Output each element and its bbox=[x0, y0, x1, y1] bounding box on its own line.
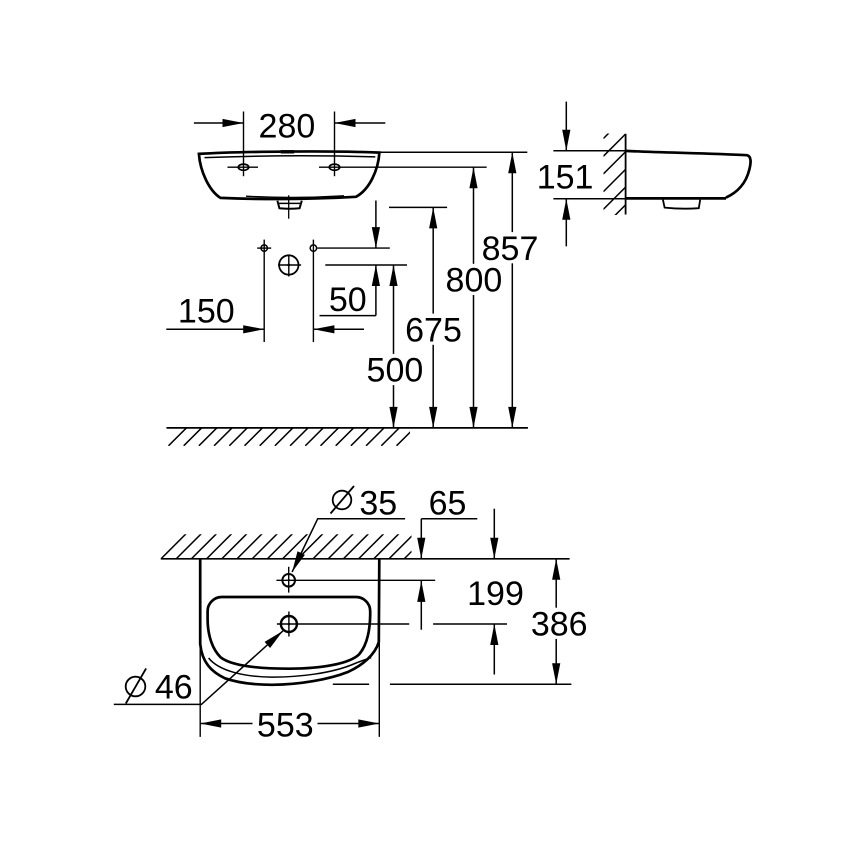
svg-text:65: 65 bbox=[429, 485, 467, 523]
svg-text:500: 500 bbox=[367, 352, 424, 390]
svg-text:857: 857 bbox=[482, 230, 539, 268]
svg-text:46: 46 bbox=[155, 669, 193, 707]
svg-text:553: 553 bbox=[257, 707, 314, 745]
svg-text:386: 386 bbox=[531, 606, 588, 644]
svg-text:800: 800 bbox=[446, 262, 503, 300]
svg-text:199: 199 bbox=[467, 575, 524, 613]
svg-text:280: 280 bbox=[259, 108, 316, 146]
svg-text:35: 35 bbox=[359, 485, 397, 523]
svg-text:50: 50 bbox=[329, 281, 367, 319]
svg-text:675: 675 bbox=[405, 311, 462, 349]
svg-text:151: 151 bbox=[537, 158, 594, 196]
svg-text:150: 150 bbox=[178, 293, 235, 331]
